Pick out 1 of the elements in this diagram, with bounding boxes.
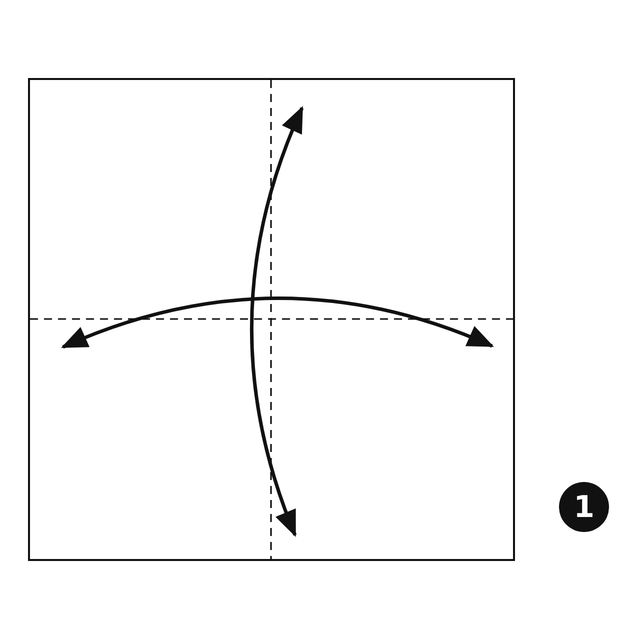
- step-number: 1: [559, 482, 609, 532]
